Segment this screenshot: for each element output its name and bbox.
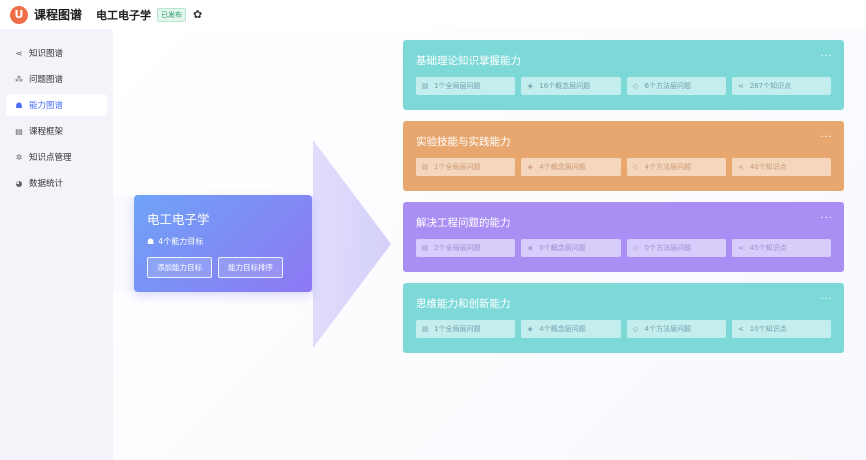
sidebar-item-label: 问题图谱 — [29, 75, 64, 85]
tag-icon: ◇ — [632, 82, 639, 90]
header: U 课程图谱 电工电子学 已发布 ✿ — [0, 0, 866, 29]
more-icon[interactable]: ··· — [820, 51, 833, 62]
layers-icon: ◈ — [527, 163, 533, 171]
goal-stat-label: 1个全局层问题 — [434, 163, 481, 171]
goal-stat[interactable]: ◇ 0个方法层问题 — [626, 239, 726, 257]
document-icon: ▤ — [421, 82, 429, 90]
goal-stat-label: 10个知识点 — [749, 325, 787, 333]
gear-icon[interactable]: ✿ — [193, 8, 203, 21]
book-icon: ▤ — [15, 126, 23, 136]
more-icon[interactable]: ··· — [820, 213, 833, 224]
sidebar-item-label: 数据统计 — [29, 179, 64, 189]
goal-stat-label: 0个方法层问题 — [644, 244, 691, 252]
app-title: 课程图谱 — [34, 8, 83, 22]
goal-title: 基础理论知识掌握能力 — [416, 55, 521, 67]
sidebar-item-label: 课程框架 — [29, 127, 64, 137]
goal-stat-label: 4个概念层问题 — [539, 163, 586, 171]
more-icon[interactable]: ··· — [820, 132, 833, 143]
course-card-title: 电工电子学 — [147, 212, 210, 227]
goal-stat-label: 267个知识点 — [749, 82, 792, 90]
sidebar-item-2[interactable]: ☗ 能力图谱 — [6, 94, 107, 116]
goal-stat-label: 4个概念层问题 — [539, 325, 586, 333]
course-card: 电工电子学 ☗ 4个能力目标 添加能力目标 能力目标排序 — [134, 195, 312, 292]
goal-stat-label: 16个概念层问题 — [539, 82, 591, 90]
goal-title: 实验技能与实践能力 — [416, 136, 511, 148]
sidebar-item-label: 能力图谱 — [29, 101, 64, 111]
badge-icon: ☗ — [15, 100, 23, 110]
share-icon: ⋖ — [737, 82, 744, 90]
goal-stat-label: 6个方法层问题 — [644, 82, 691, 90]
goal-count: 4个能力目标 — [158, 237, 204, 246]
goal-stat-label: 45个知识点 — [749, 244, 787, 252]
goal-card[interactable]: 基础理论知识掌握能力 ··· ▤ 1个全局层问题 ◈ 16个概念层问题 ◇ 6个方法层问题 ⋖ 2… — [403, 40, 844, 110]
goal-stat-label: 4个方法层问题 — [644, 325, 691, 333]
sidebar: ⋖ 知识图谱 ⁂ 问题图谱 ☗ 能力图谱 ▤ 课程框架 ✲ 知识点管理 ◕ 数据统计 — [0, 29, 113, 460]
goal-stat[interactable]: ▤ 1个全局层问题 — [416, 77, 516, 95]
sort-goals-button[interactable]: 能力目标排序 — [218, 257, 283, 278]
goal-stat[interactable]: ▤ 1个全局层问题 — [416, 320, 516, 338]
share-icon: ⋖ — [737, 325, 744, 333]
goal-card[interactable]: 思维能力和创新能力 ··· ▤ 1个全局层问题 ◈ 4个概念层问题 ◇ 4个方法层问题 ⋖ 10个… — [403, 283, 844, 353]
goal-stat[interactable]: ⋖ 40个知识点 — [731, 158, 831, 176]
goal-stat-label: 0个概念层问题 — [539, 244, 586, 252]
share-nodes-icon: ⋖ — [15, 48, 23, 58]
gear-icon: ✲ — [15, 152, 23, 162]
add-goal-button[interactable]: 添加能力目标 — [147, 257, 212, 278]
goal-stat[interactable]: ◈ 4个概念层问题 — [521, 158, 621, 176]
course-card-subtitle: ☗ 4个能力目标 — [147, 236, 299, 247]
goal-stat[interactable]: ◇ 4个方法层问题 — [626, 320, 726, 338]
sidebar-item-3[interactable]: ▤ 课程框架 — [6, 120, 107, 142]
goal-stat-label: 1个全局层问题 — [434, 325, 481, 333]
goal-stat-label: 1个全局层问题 — [434, 82, 481, 90]
goal-stat[interactable]: ⋖ 267个知识点 — [731, 77, 831, 95]
sidebar-item-4[interactable]: ✲ 知识点管理 — [6, 146, 107, 168]
goal-stat[interactable]: ⋖ 45个知识点 — [731, 239, 831, 257]
goal-title: 解决工程问题的能力 — [416, 217, 511, 229]
goal-stat-label: 4个方法层问题 — [644, 163, 691, 171]
share-icon: ⋖ — [737, 244, 744, 252]
tag-icon: ◇ — [632, 244, 639, 252]
goal-stat[interactable]: ◈ 4个概念层问题 — [521, 320, 621, 338]
sidebar-item-label: 知识点管理 — [29, 153, 72, 163]
sidebar-item-label: 知识图谱 — [29, 49, 64, 59]
goal-title: 思维能力和创新能力 — [416, 298, 511, 310]
layers-icon: ◈ — [527, 325, 533, 333]
course-title: 电工电子学 — [96, 8, 152, 22]
share-icon: ⋖ — [737, 163, 744, 171]
goal-card[interactable]: 解决工程问题的能力 ··· ▤ 2个全局层问题 ◈ 0个概念层问题 ◇ 0个方法层问题 ⋖ 45个… — [403, 202, 844, 272]
sidebar-item-1[interactable]: ⁂ 问题图谱 — [6, 68, 107, 90]
layers-icon: ◈ — [527, 82, 533, 90]
goal-stat-label: 40个知识点 — [749, 163, 787, 171]
goal-card[interactable]: 实验技能与实践能力 ··· ▤ 1个全局层问题 ◈ 4个概念层问题 ◇ 4个方法层问题 ⋖ 40个… — [403, 121, 844, 191]
app-logo: U — [10, 5, 28, 24]
more-icon[interactable]: ··· — [820, 294, 833, 305]
layers-icon: ◈ — [527, 244, 533, 252]
goal-stat[interactable]: ◇ 6个方法层问题 — [626, 77, 726, 95]
document-icon: ▤ — [421, 244, 429, 252]
document-icon: ▤ — [421, 163, 429, 171]
goal-stat-label: 2个全局层问题 — [434, 244, 481, 252]
goal-stat[interactable]: ◈ 0个概念层问题 — [521, 239, 621, 257]
tag-icon: ◇ — [632, 325, 639, 333]
sidebar-item-0[interactable]: ⋖ 知识图谱 — [6, 42, 107, 64]
hierarchy-icon: ⁂ — [15, 74, 23, 84]
document-icon: ▤ — [421, 325, 429, 333]
pie-chart-icon: ◕ — [15, 178, 23, 188]
goal-stat[interactable]: ◈ 16个概念层问题 — [521, 77, 621, 95]
main-area: 电工电子学 ☗ 4个能力目标 添加能力目标 能力目标排序 基础理论知识掌握能力 ·… — [113, 29, 866, 460]
goal-stat[interactable]: ▤ 2个全局层问题 — [416, 239, 516, 257]
sidebar-item-5[interactable]: ◕ 数据统计 — [6, 172, 107, 194]
goal-stat[interactable]: ▤ 1个全局层问题 — [416, 158, 516, 176]
badge-icon: ☗ — [147, 237, 155, 246]
status-badge: 已发布 — [157, 7, 187, 22]
tag-icon: ◇ — [632, 163, 639, 171]
goal-card-list: 基础理论知识掌握能力 ··· ▤ 1个全局层问题 ◈ 16个概念层问题 ◇ 6个方法层问题 ⋖ 2… — [403, 40, 844, 364]
goal-stat[interactable]: ⋖ 10个知识点 — [731, 320, 831, 338]
goal-stat[interactable]: ◇ 4个方法层问题 — [626, 158, 726, 176]
